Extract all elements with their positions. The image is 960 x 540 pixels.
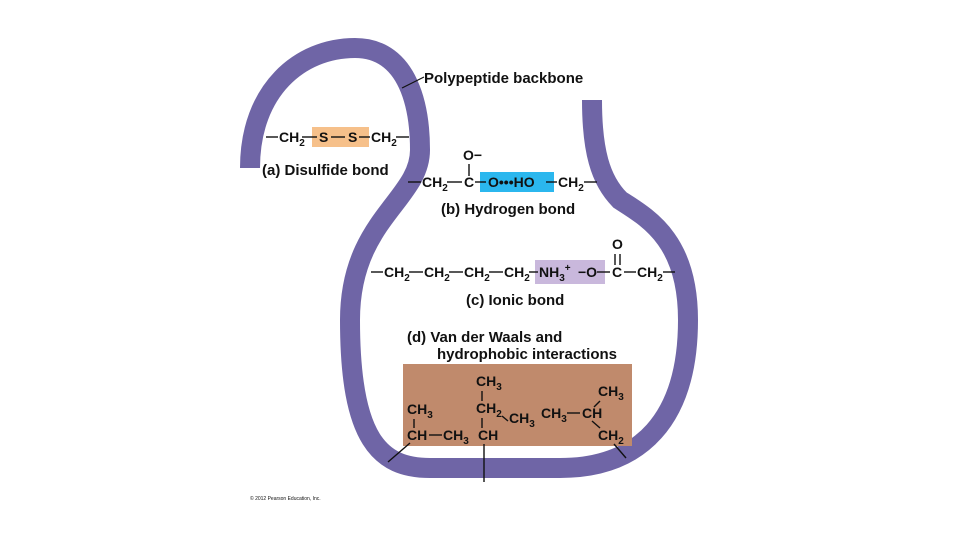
vdw-right-ch2: CH2 [598, 427, 624, 447]
ionic-ch2-4: CH2 [504, 264, 530, 284]
hydrogen-ch2-right: CH2 [558, 174, 584, 194]
hydrogen-ch2-left: CH2 [422, 174, 448, 194]
ionic-highlight [535, 260, 605, 284]
vdw-right-ch3-left: CH3 [541, 405, 567, 425]
hydrogen-carbon: C [464, 174, 474, 190]
disulfide-s-right: S [348, 129, 357, 145]
vdw-left-ch: CH [407, 427, 427, 443]
vdw-right-ch: CH [582, 405, 602, 421]
vdw-mid-ch2: CH2 [476, 400, 502, 420]
vdw-left-ch3: CH3 [407, 401, 433, 421]
hydrogen-highlight [480, 172, 554, 192]
ionic-carbonyl-o: O [612, 236, 623, 252]
hydrogen-o-minus: O− [463, 147, 482, 163]
backbone-label: Polypeptide backbone [424, 70, 583, 87]
vdw-label-line2: hydrophobic interactions [437, 346, 617, 363]
ionic-ch2-5: CH2 [637, 264, 663, 284]
disulfide-ch2-right: CH2 [371, 129, 397, 149]
vdw-left-ch3-right: CH3 [443, 427, 469, 447]
vdw-mid-ch3-side: CH3 [509, 410, 535, 430]
ionic-ch2-1: CH2 [384, 264, 410, 284]
backbone-leader-line [401, 76, 425, 89]
disulfide-label: (a) Disulfide bond [262, 162, 389, 179]
ionic-ch2-3: CH2 [464, 264, 490, 284]
vdw-mid-ch: CH [478, 427, 498, 443]
ionic-label: (c) Ionic bond [466, 292, 564, 309]
ionic-carbon: C [612, 264, 622, 280]
disulfide-s-left: S [319, 129, 328, 145]
vdw-label-line1: (d) Van der Waals and [407, 329, 562, 346]
polypeptide-backbone [240, 37, 699, 478]
hydrogen-label: (b) Hydrogen bond [441, 201, 575, 218]
copyright-credit: © 2012 Pearson Education, Inc. [250, 495, 321, 502]
ionic-nh3-plus: NH3+ [539, 263, 571, 284]
hydrophobic-region [403, 364, 632, 446]
disulfide-ch2-left: CH2 [279, 129, 305, 149]
vdw-mid-ch3-top: CH3 [476, 373, 502, 393]
ionic-o-minus: −O [578, 264, 597, 280]
vdw-right-ch3-top: CH3 [598, 383, 624, 403]
ionic-ch2-2: CH2 [424, 264, 450, 284]
hydrogen-bond-group: O•••HO [488, 174, 535, 190]
